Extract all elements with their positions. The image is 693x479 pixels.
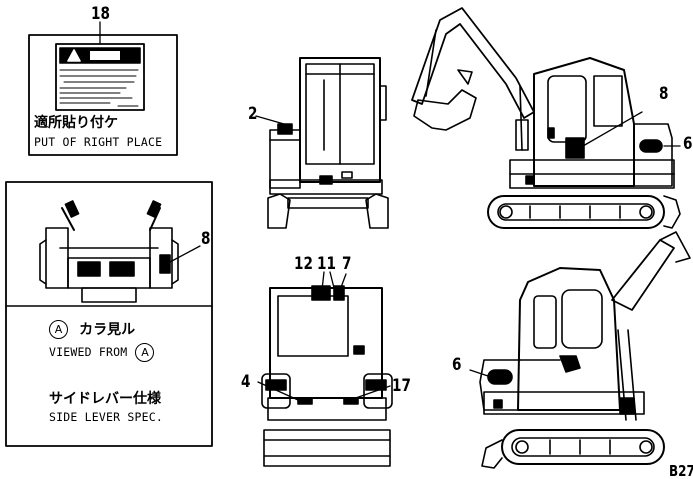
callout-6-top: 6 [683, 134, 693, 154]
callout-4: 4 [241, 372, 251, 392]
callout-8-side: 8 [659, 84, 669, 104]
machine-side-view-right [411, 7, 681, 229]
callout-7: 7 [342, 254, 352, 274]
callout-18: 18 [91, 4, 110, 24]
label-box-en: PUT OF RIGHT PLACE [34, 135, 163, 149]
callout-11: 11 [317, 254, 336, 274]
view-jp: カラ見ル [79, 321, 136, 338]
callout-17: 17 [392, 376, 411, 396]
callout-8-panel: 8 [201, 229, 211, 249]
figure-code: B27 [669, 462, 693, 479]
label-box-jp: 適所貼り付ケ [34, 115, 118, 131]
callout-6-bottom: 6 [452, 355, 462, 375]
side-lever-spec-jp: サイドレバー仕様 [49, 391, 161, 407]
view-en: VIEWED FROM [49, 344, 128, 359]
side-lever-spec-en: SIDE LEVER SPEC. [49, 410, 163, 424]
viewed-from-jp-row: A カラ見ル [49, 320, 135, 339]
machine-front-view [255, 57, 389, 229]
machine-rear-view [257, 271, 393, 467]
warning-label-box [28, 21, 178, 156]
circle-a-marker-2: A [135, 343, 155, 362]
callout-12: 12 [294, 254, 313, 274]
side-lever-panel [5, 181, 213, 447]
circle-a-marker: A [49, 320, 68, 339]
viewed-from-en-row: VIEWED FROM A [49, 343, 155, 362]
callout-2: 2 [248, 104, 258, 124]
machine-side-view-left [469, 231, 691, 469]
